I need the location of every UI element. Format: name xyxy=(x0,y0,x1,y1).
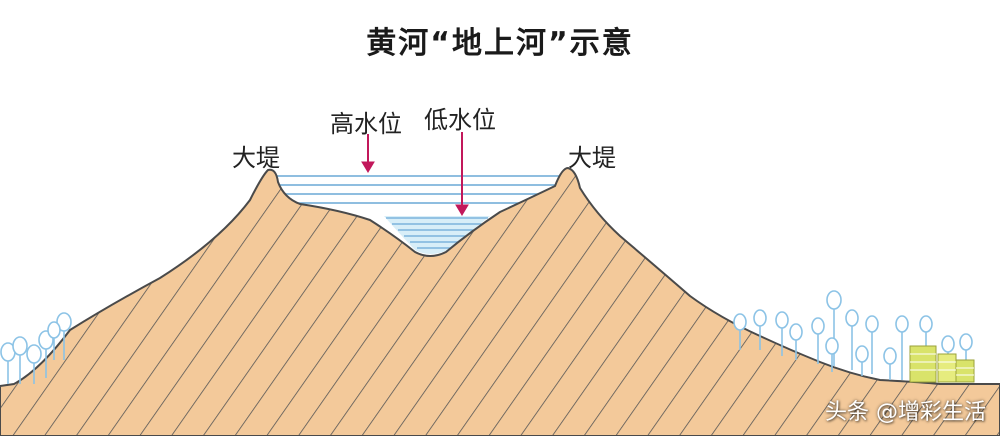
village-buildings xyxy=(909,345,975,383)
trees-left xyxy=(0,312,72,384)
high-water-label: 高水位 xyxy=(330,110,402,138)
right-dike-label: 大堤 xyxy=(568,144,616,172)
low-water-fill xyxy=(384,216,490,254)
watermark: 头条 @增彩生活 xyxy=(825,400,986,425)
left-dike-label: 大堤 xyxy=(232,144,280,172)
arrow-low-water xyxy=(455,132,469,216)
high-water-lines xyxy=(276,175,560,204)
arrow-high-water xyxy=(361,134,375,173)
diagram-title: 黄河“地上河”示意 xyxy=(366,26,634,61)
trees-right xyxy=(733,290,973,382)
low-water-label: 低水位 xyxy=(424,106,496,134)
